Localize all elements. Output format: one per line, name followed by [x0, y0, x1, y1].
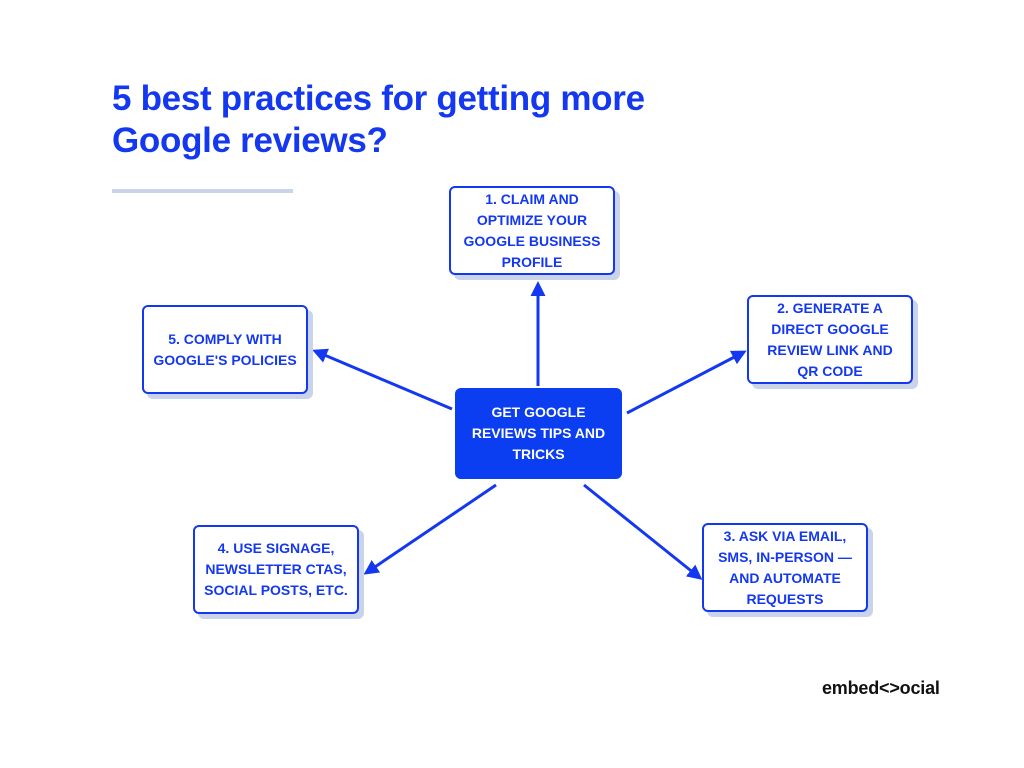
practice-node-2-label: 2. Generate a direct Google review link …	[767, 299, 893, 379]
practice-node-1: 1. Claim and optimize your Google Busine…	[449, 186, 615, 275]
logo-text-part-1: embed	[822, 678, 880, 698]
practice-node-4: 4. Use signage, newsletter CTAs, social …	[193, 525, 359, 614]
practice-node-5-label: 5. Comply with Google's policies	[153, 330, 297, 368]
arrow-to-node-3	[583, 483, 703, 580]
logo-text-part-2: ocial	[899, 678, 940, 698]
title-line-1: 5 best practices for getting more	[112, 79, 645, 118]
center-node-label: Get Google Reviews tips and tricks	[471, 404, 606, 462]
title-divider	[112, 189, 293, 193]
center-node: Get Google Reviews tips and tricks	[455, 388, 622, 479]
practice-node-3-label: 3. Ask via email, SMS, in-person — and a…	[718, 527, 852, 607]
title-line-2: Google reviews?	[112, 121, 388, 160]
practice-node-3: 3. Ask via email, SMS, in-person — and a…	[702, 523, 868, 612]
embedsocial-logo: embed<>ocial	[822, 678, 940, 699]
arrow-to-node-5	[312, 348, 453, 411]
practice-node-2: 2. Generate a direct Google review link …	[747, 295, 913, 384]
page-title: 5 best practices for getting more Google…	[112, 78, 645, 162]
arrow-to-node-4	[363, 483, 497, 575]
logo-mark-icon: <>	[879, 678, 900, 698]
arrow-to-node-2	[626, 350, 747, 415]
practice-node-1-label: 1. Claim and optimize your Google Busine…	[463, 190, 601, 270]
practice-node-4-label: 4. Use signage, newsletter CTAs, social …	[204, 540, 348, 598]
practice-node-5: 5. Comply with Google's policies	[142, 305, 308, 394]
